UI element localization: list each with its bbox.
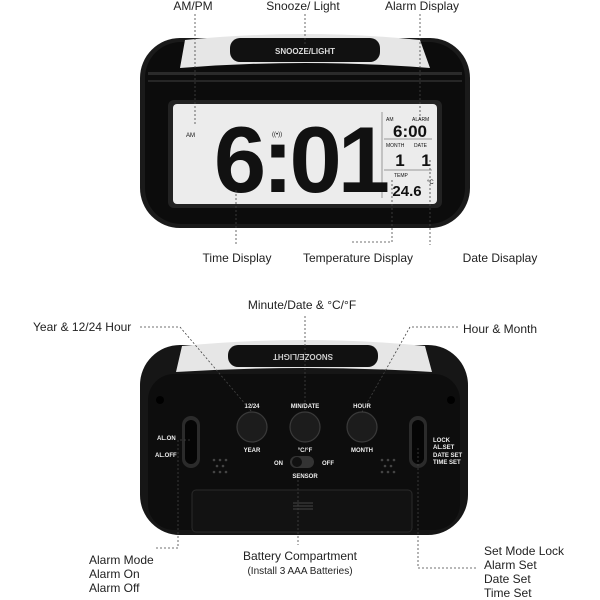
al-off-label: AL.OFF <box>155 453 177 459</box>
label-date-display: Date Disaplay <box>462 251 538 265</box>
month-label: MONTH <box>386 143 405 149</box>
temp-unit: °C <box>427 180 434 186</box>
label-year-1224: Year & 12/24 Hour <box>33 320 132 334</box>
year-1224-button[interactable] <box>236 411 268 443</box>
date-set-label: DATE SET <box>433 453 463 459</box>
label-hour-month: Hour & Month <box>463 322 538 336</box>
label-alarm-off: Alarm Off <box>89 581 140 595</box>
label-battery-title: Battery Compartment <box>242 549 358 563</box>
hour-month-button[interactable] <box>346 411 378 443</box>
label-alarm-set: Alarm Set <box>484 558 537 572</box>
time-digits: 6:01 <box>214 107 388 212</box>
am-indicator: AM <box>186 133 195 139</box>
front-clock: SNOOZE/LIGHT AM ((•)) zᶻ 6:01 AM ALARM 6… <box>140 34 470 228</box>
alarm-am-label: AM <box>386 117 394 123</box>
lcd-screen <box>173 104 437 204</box>
label-alarm-on: Alarm On <box>89 567 140 581</box>
label-set-mode-lock: Set Mode Lock <box>484 544 565 558</box>
label-temperature-display: Temperature Display <box>302 251 414 265</box>
al-on-label: AL.ON <box>157 436 176 442</box>
alarm-symbol-icon: ((•)) <box>272 132 282 138</box>
month-value: 1 <box>395 151 404 170</box>
temp-value: 24.6 <box>392 183 421 200</box>
btn-cf-label: °C/°F <box>298 448 313 454</box>
lock-label: LOCK <box>433 438 451 444</box>
snooze-zz-icon: zᶻ <box>272 182 280 192</box>
label-battery-sub: (Install 3 AAA Batteries) <box>247 566 353 577</box>
btn-month-label: MONTH <box>351 448 373 454</box>
battery-compartment[interactable] <box>191 489 413 533</box>
temp-label: TEMP <box>394 173 409 179</box>
back-snooze-bar <box>228 345 378 367</box>
alarm-time: 6:00 <box>393 122 427 141</box>
min-date-button[interactable] <box>289 411 321 443</box>
label-time-display: Time Display <box>202 251 272 265</box>
btn-mindate-label: MIN/DATE <box>291 404 320 410</box>
label-minute-date: Minute/Date & °C/°F <box>247 298 357 312</box>
label-date-set: Date Set <box>484 572 531 586</box>
label-time-set: Time Set <box>484 586 532 600</box>
sensor-label: SENSOR <box>292 474 318 480</box>
al-set-label: AL.SET <box>433 445 455 451</box>
back-clock: SNOOZE/LIGHT 12/24 <box>140 340 468 535</box>
label-alarm-display: Alarm Display <box>384 0 460 13</box>
label-alarm-mode-group: Alarm Mode Alarm On Alarm Off <box>89 553 154 595</box>
label-set-mode-group: Set Mode Lock Alarm Set Date Set Time Se… <box>484 544 564 600</box>
back-snooze-text: SNOOZE/LIGHT <box>273 352 333 361</box>
label-am-pm: AM/PM <box>173 0 213 13</box>
snooze-button-text: SNOOZE/LIGHT <box>275 47 335 56</box>
date-value: 1 <box>421 151 430 170</box>
sensor-off-label: OFF <box>322 461 334 467</box>
date-label: DATE <box>414 143 428 149</box>
time-set-label: TIME SET <box>433 460 461 466</box>
alarm-label: ALARM <box>412 117 429 123</box>
snooze-light-button[interactable] <box>230 38 380 62</box>
sensor-on-label: ON <box>274 461 283 467</box>
top-leader-lines <box>194 14 431 245</box>
label-alarm-mode: Alarm Mode <box>89 553 154 567</box>
label-snooze-light: Snooze/ Light <box>266 0 340 13</box>
btn-1224-label: 12/24 <box>244 404 260 410</box>
btn-year-label: YEAR <box>244 448 261 454</box>
bottom-leader-lines <box>140 316 478 569</box>
btn-hour-label: HOUR <box>353 404 371 410</box>
